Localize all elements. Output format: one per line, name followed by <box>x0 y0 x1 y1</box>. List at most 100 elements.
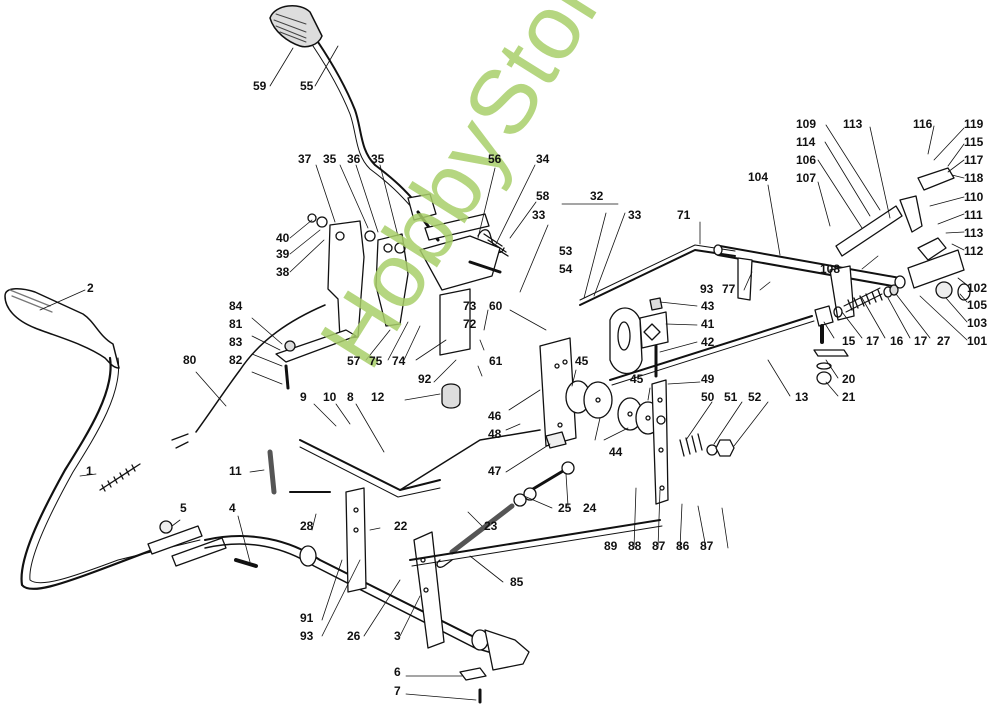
callout-22: 22 <box>394 519 408 533</box>
callout-37: 37 <box>298 152 312 166</box>
pedal-2 <box>4 288 120 369</box>
callout-38: 38 <box>276 265 290 279</box>
callout-20: 20 <box>842 372 856 386</box>
callout-108: 108 <box>820 262 841 276</box>
callout-109: 109 <box>796 117 817 131</box>
callout-115: 115 <box>964 135 984 149</box>
lever-grip <box>269 5 323 48</box>
callout-118: 118 <box>964 171 984 185</box>
callout-4: 4 <box>229 501 236 515</box>
callout-60: 60 <box>489 299 503 313</box>
callout-58: 58 <box>536 189 550 203</box>
callout-104: 104 <box>748 170 769 184</box>
callout-110: 110 <box>964 190 984 204</box>
main-shaft-3 <box>204 535 530 704</box>
callout-32: 32 <box>590 189 604 203</box>
callout-80: 80 <box>183 353 197 367</box>
callout-42: 42 <box>701 335 715 349</box>
callout-25: 25 <box>558 501 572 515</box>
callout-55: 55 <box>300 79 314 93</box>
callout-33b: 33 <box>628 208 642 222</box>
callout-21: 21 <box>842 390 856 404</box>
callout-1: 1 <box>86 464 93 478</box>
rod-71 <box>579 244 736 306</box>
callout-113b: 113 <box>964 226 984 240</box>
callout-12: 12 <box>371 390 385 404</box>
slotted-plate-41 <box>609 297 669 378</box>
callout-13: 13 <box>795 390 809 404</box>
callout-53: 53 <box>559 244 573 258</box>
spring-23 <box>436 503 515 568</box>
callout-81: 81 <box>229 317 243 331</box>
callout-40: 40 <box>276 231 290 245</box>
callout-23: 23 <box>484 519 498 533</box>
callout-91: 91 <box>300 611 314 625</box>
cable-80 <box>99 304 326 492</box>
callout-74: 74 <box>392 354 406 368</box>
callout-102: 102 <box>967 281 988 295</box>
callout-6: 6 <box>394 665 401 679</box>
callout-87a: 87 <box>652 539 666 553</box>
callout-52: 52 <box>748 390 762 404</box>
plates-4-5 <box>147 520 258 568</box>
callout-2: 2 <box>87 281 94 295</box>
link-49 <box>651 379 669 505</box>
callout-113a: 113 <box>843 117 863 131</box>
cam-assembly <box>565 380 661 435</box>
callout-48: 48 <box>488 427 502 441</box>
plate-106 <box>835 167 971 301</box>
callout-54: 54 <box>559 262 573 276</box>
shaft-104 <box>713 244 906 321</box>
gear-lever <box>312 41 490 242</box>
callout-101: 101 <box>967 334 988 348</box>
leader-lines <box>39 45 968 701</box>
callout-50: 50 <box>701 390 715 404</box>
bracket-36 <box>364 230 409 327</box>
callout-56: 56 <box>488 152 502 166</box>
callout-34: 34 <box>536 152 550 166</box>
callout-5: 5 <box>180 501 187 515</box>
callout-9: 9 <box>300 390 307 404</box>
callout-116: 116 <box>913 117 933 131</box>
rod-85 <box>409 519 663 567</box>
callout-82: 82 <box>229 353 243 367</box>
callout-57: 57 <box>347 354 361 368</box>
callout-15: 15 <box>842 334 856 348</box>
callout-11: 11 <box>229 464 242 478</box>
callout-27: 27 <box>937 334 951 348</box>
callout-105: 105 <box>967 298 988 312</box>
callout-92: 92 <box>418 372 432 386</box>
callout-93b: 93 <box>300 629 314 643</box>
callout-117: 117 <box>964 153 984 167</box>
pedal-rod-1 <box>20 356 202 590</box>
bolt-24 <box>513 461 575 507</box>
callout-73: 73 <box>463 299 477 313</box>
callout-43: 43 <box>701 299 715 313</box>
callout-35a: 35 <box>323 152 337 166</box>
callout-61: 61 <box>489 354 503 368</box>
lever-84 <box>275 329 357 390</box>
callout-3: 3 <box>394 629 401 643</box>
callout-49: 49 <box>701 372 715 386</box>
callout-83: 83 <box>229 335 243 349</box>
callout-75: 75 <box>369 354 383 368</box>
callout-84: 84 <box>229 299 243 313</box>
callout-36: 36 <box>347 152 361 166</box>
callout-59: 59 <box>253 79 267 93</box>
callout-39: 39 <box>276 247 290 261</box>
callout-85: 85 <box>510 575 524 589</box>
callout-7: 7 <box>394 684 401 698</box>
callout-93a: 93 <box>700 282 714 296</box>
callout-77: 77 <box>722 282 736 296</box>
callout-88: 88 <box>628 539 642 553</box>
callout-33a: 33 <box>532 208 546 222</box>
pivot-bracket-34 <box>419 235 502 356</box>
callout-51: 51 <box>724 390 738 404</box>
callout-16: 16 <box>890 334 904 348</box>
plate-46 <box>539 337 577 449</box>
callout-86: 86 <box>676 539 690 553</box>
rod-13 <box>609 305 849 386</box>
callout-24: 24 <box>583 501 597 515</box>
